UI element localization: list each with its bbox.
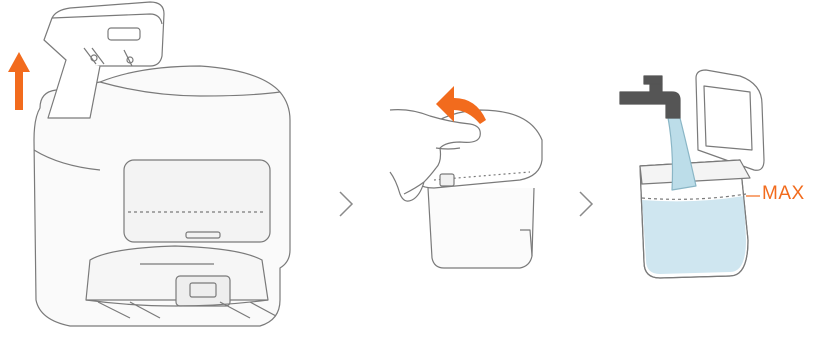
max-fill-label: MAX bbox=[762, 183, 805, 205]
arrow-up-icon bbox=[8, 52, 30, 110]
dock-station-illustration bbox=[0, 0, 320, 337]
curved-arrow-icon bbox=[436, 82, 490, 124]
chevron-right-icon bbox=[338, 190, 354, 218]
step-open-lid-illustration bbox=[370, 0, 570, 337]
step-remove-tank-illustration bbox=[0, 0, 320, 337]
step-fill-water-illustration bbox=[600, 0, 817, 337]
chevron-right-icon bbox=[578, 190, 594, 218]
water-tank-fill-illustration bbox=[600, 0, 817, 337]
tank-lid-illustration bbox=[370, 0, 570, 337]
